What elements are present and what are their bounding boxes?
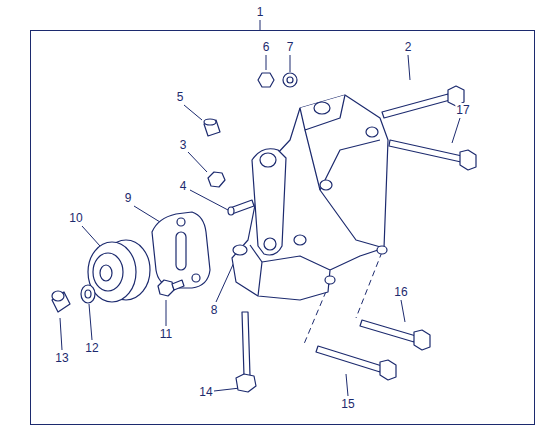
nut bbox=[258, 73, 274, 87]
bolt bbox=[236, 312, 256, 392]
callout-number: 5 bbox=[176, 90, 185, 104]
callout-number: 13 bbox=[54, 351, 69, 365]
bolt bbox=[158, 280, 184, 296]
bolt bbox=[360, 320, 430, 350]
callout-number: 6 bbox=[262, 40, 271, 54]
callout-number: 4 bbox=[179, 179, 188, 193]
group-frame bbox=[31, 31, 535, 425]
spacer bbox=[52, 291, 70, 312]
mounting-bracket bbox=[232, 95, 388, 300]
callout-number: 7 bbox=[286, 40, 295, 54]
callout-number: 10 bbox=[68, 211, 83, 225]
callout-number: 15 bbox=[340, 397, 355, 411]
callout-number: 14 bbox=[198, 385, 213, 399]
bolt bbox=[389, 140, 476, 170]
callout-number: 3 bbox=[179, 138, 188, 152]
callout-number: 16 bbox=[393, 285, 408, 299]
washer bbox=[81, 285, 95, 303]
bolt bbox=[382, 86, 464, 118]
spacer bbox=[204, 119, 220, 136]
callout-number: 12 bbox=[84, 341, 99, 355]
callout-number: 1 bbox=[256, 5, 265, 19]
leader-lines bbox=[60, 20, 460, 396]
callout-number: 17 bbox=[455, 103, 470, 117]
callout-number: 8 bbox=[210, 303, 219, 317]
nut bbox=[208, 172, 225, 187]
idler-pulley bbox=[88, 240, 150, 302]
washer bbox=[283, 73, 297, 87]
bolt bbox=[316, 346, 396, 380]
callout-number: 11 bbox=[159, 327, 173, 341]
callout-number: 9 bbox=[124, 191, 133, 205]
tensioner-arm bbox=[252, 149, 286, 255]
callout-number: 2 bbox=[404, 40, 413, 54]
stud bbox=[228, 200, 254, 215]
idler-plate bbox=[152, 212, 210, 288]
